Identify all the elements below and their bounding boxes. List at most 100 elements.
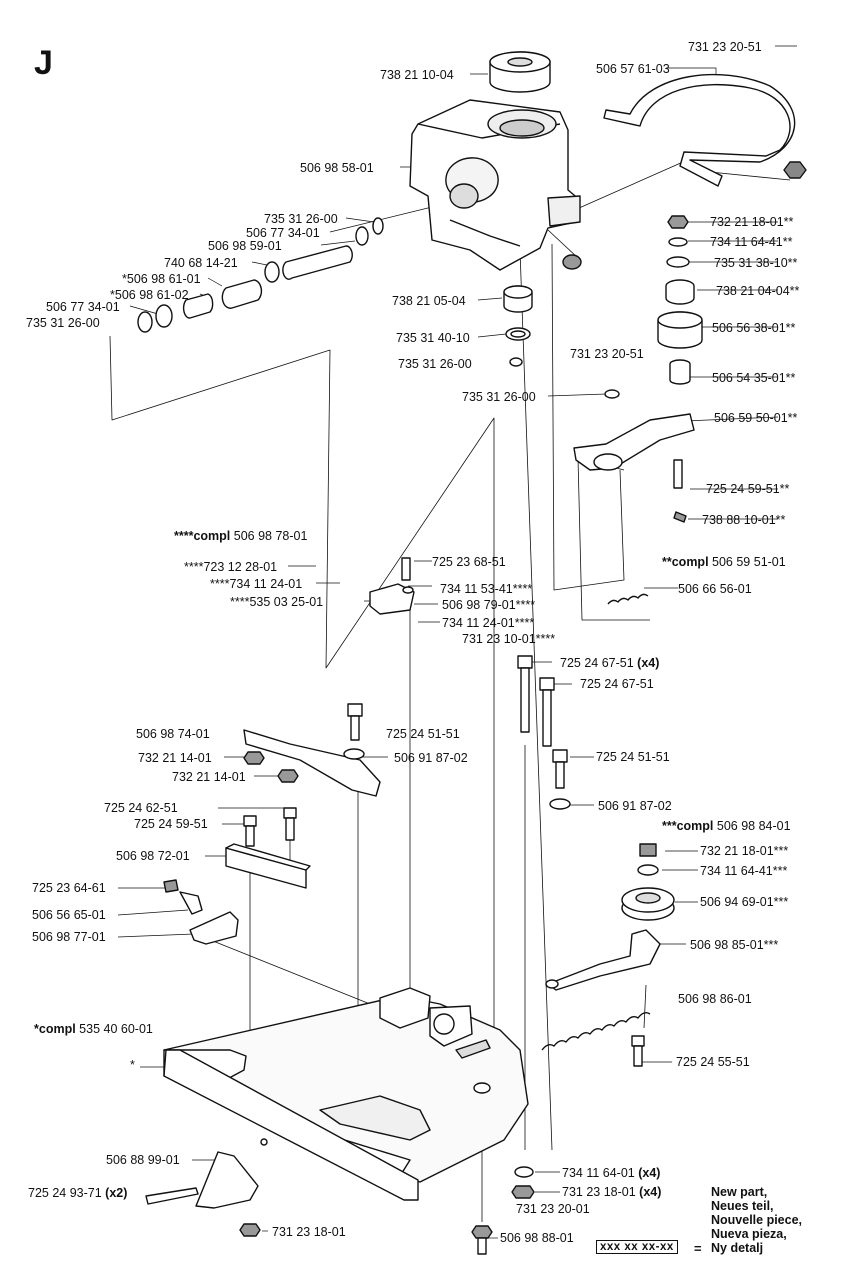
clamp-strap-part — [603, 73, 796, 187]
compl-prefix: ****compl — [174, 529, 231, 543]
pivot-arm-part — [573, 413, 695, 523]
part-label: 735 31 26-00 — [26, 316, 100, 330]
main-frame-part — [163, 987, 529, 1183]
part-label: 725 23 68-51 — [432, 555, 506, 569]
part-label: 735 31 38-10** — [714, 256, 798, 270]
legend-part-number-box: xxx xx xx-xx — [596, 1240, 678, 1254]
part-label: 506 66 56-01 — [678, 582, 752, 596]
small-bracket-part — [369, 557, 415, 615]
part-label: 506 59 50-01** — [714, 411, 798, 425]
front-bumper-part — [163, 1049, 419, 1201]
part-label: 506 98 74-01 — [136, 727, 210, 741]
part-label: 732 21 18-01*** — [700, 844, 789, 858]
part-label: 506 98 77-01 — [32, 930, 106, 944]
part-label: *506 98 61-02 — [110, 288, 189, 302]
part-label: ****734 11 24-01 — [210, 577, 303, 591]
part-label: 725 23 64-61 — [32, 881, 106, 895]
flat-plate-part — [243, 703, 381, 797]
part-label: 734 11 24-01**** — [442, 616, 535, 630]
part-label: 738 21 04-04** — [716, 284, 800, 298]
part-label: 506 98 86-01 — [678, 992, 752, 1006]
part-label: 506 57 61-03 — [596, 62, 670, 76]
part-label: 506 98 72-01 — [116, 849, 190, 863]
part-label-qty: 725 24 67-51 (x4) — [560, 656, 660, 670]
long-bolts-part — [517, 655, 571, 810]
part-label-qty: 734 11 64-01 (x4) — [562, 1166, 661, 1180]
part-label: 725 24 67-51 — [580, 677, 654, 691]
spacer-block-part — [225, 807, 311, 889]
compl-label: ***compl 506 98 84-01 — [662, 819, 791, 833]
part-label: 506 98 58-01 — [300, 161, 374, 175]
leader-lines — [117, 45, 797, 1239]
part-label: 734 11 64-41** — [710, 235, 793, 249]
part-label: 506 94 69-01*** — [700, 895, 789, 909]
right-stack-parts — [657, 215, 703, 385]
part-label: 506 98 59-01 — [208, 239, 282, 253]
legend-text: New part, Neues teil, Nouvelle piece, Nu… — [711, 1185, 803, 1255]
nut-part — [783, 161, 807, 179]
section-letter: J — [34, 44, 53, 82]
part-label: 725 24 62-51 — [104, 801, 178, 815]
part-label: ****723 12 28-01 — [184, 560, 278, 574]
part-label: 735 31 26-00 — [462, 390, 536, 404]
part-label: 738 21 05-04 — [392, 294, 466, 308]
top-bearing-part — [489, 51, 551, 93]
foot-bracket-part — [145, 1138, 268, 1209]
part-label: 738 21 10-04 — [380, 68, 454, 82]
part-label: 725 24 59-51 — [134, 817, 208, 831]
part-label: 732 21 18-01** — [710, 215, 794, 229]
part-label: 731 23 20-51 — [688, 40, 762, 54]
left-bracket-part — [163, 879, 239, 945]
gear-housing-part — [409, 99, 581, 271]
compl-label: ****compl 506 98 78-01 — [174, 529, 308, 543]
part-label: 506 56 65-01 — [32, 908, 106, 922]
part-label: 506 77 34-01 — [246, 226, 320, 240]
part-label: 735 31 26-00 — [264, 212, 338, 226]
part-label: 506 88 99-01 — [106, 1153, 180, 1167]
part-label: ****535 03 25-01 — [230, 595, 324, 609]
part-label: 506 91 87-02 — [598, 799, 672, 813]
pulley-part — [621, 843, 675, 921]
part-label: 732 21 14-01 — [138, 751, 212, 765]
part-label: 734 11 64-41*** — [700, 864, 788, 878]
part-label-qty: 725 24 93-71 (x2) — [28, 1186, 128, 1200]
tension-spring-part — [541, 1011, 651, 1051]
spring-top-part — [607, 593, 649, 605]
part-label: 506 98 88-01 — [500, 1231, 574, 1245]
spring-bolt-part — [631, 1035, 645, 1047]
part-label: * — [130, 1058, 135, 1072]
mid-bearing-part — [503, 285, 620, 399]
part-label: 506 56 38-01** — [712, 321, 796, 335]
part-label: 738 88 10-01** — [702, 513, 786, 527]
part-label: 725 24 59-51** — [706, 482, 790, 496]
part-label: 740 68 14-21 — [164, 256, 238, 270]
left-shaft-parts — [137, 217, 384, 333]
part-label: 734 11 53-41**** — [440, 582, 533, 596]
part-label: 731 23 20-01 — [516, 1202, 590, 1216]
part-label: 506 91 87-02 — [394, 751, 468, 765]
part-label: 732 21 14-01 — [172, 770, 246, 784]
part-label: 731 23 20-51 — [570, 347, 644, 361]
lower-arm-part — [545, 929, 661, 991]
compl-label: *compl 535 40 60-01 — [34, 1022, 153, 1036]
parts — [137, 51, 807, 1255]
part-label: 731 23 10-01**** — [462, 632, 556, 646]
compl-prefix: *compl — [34, 1022, 76, 1036]
part-label: 725 24 51-51 — [596, 750, 670, 764]
compl-label: **compl 506 59 51-01 — [662, 555, 786, 569]
compl-prefix: **compl — [662, 555, 709, 569]
part-label: 506 54 35-01** — [712, 371, 796, 385]
part-label: 735 31 40-10 — [396, 331, 470, 345]
part-label: 731 23 18-01 — [272, 1225, 346, 1239]
part-label: 725 24 51-51 — [386, 727, 460, 741]
part-label: 725 24 55-51 — [676, 1055, 750, 1069]
part-label: 506 98 79-01**** — [442, 598, 536, 612]
part-label-qty: 731 23 18-01 (x4) — [562, 1185, 662, 1199]
part-label: 506 77 34-01 — [46, 300, 120, 314]
compl-prefix: ***compl — [662, 819, 714, 833]
part-label: 735 31 26-00 — [398, 357, 472, 371]
part-label: *506 98 61-01 — [122, 272, 201, 286]
legend-equals: = — [694, 1241, 702, 1256]
